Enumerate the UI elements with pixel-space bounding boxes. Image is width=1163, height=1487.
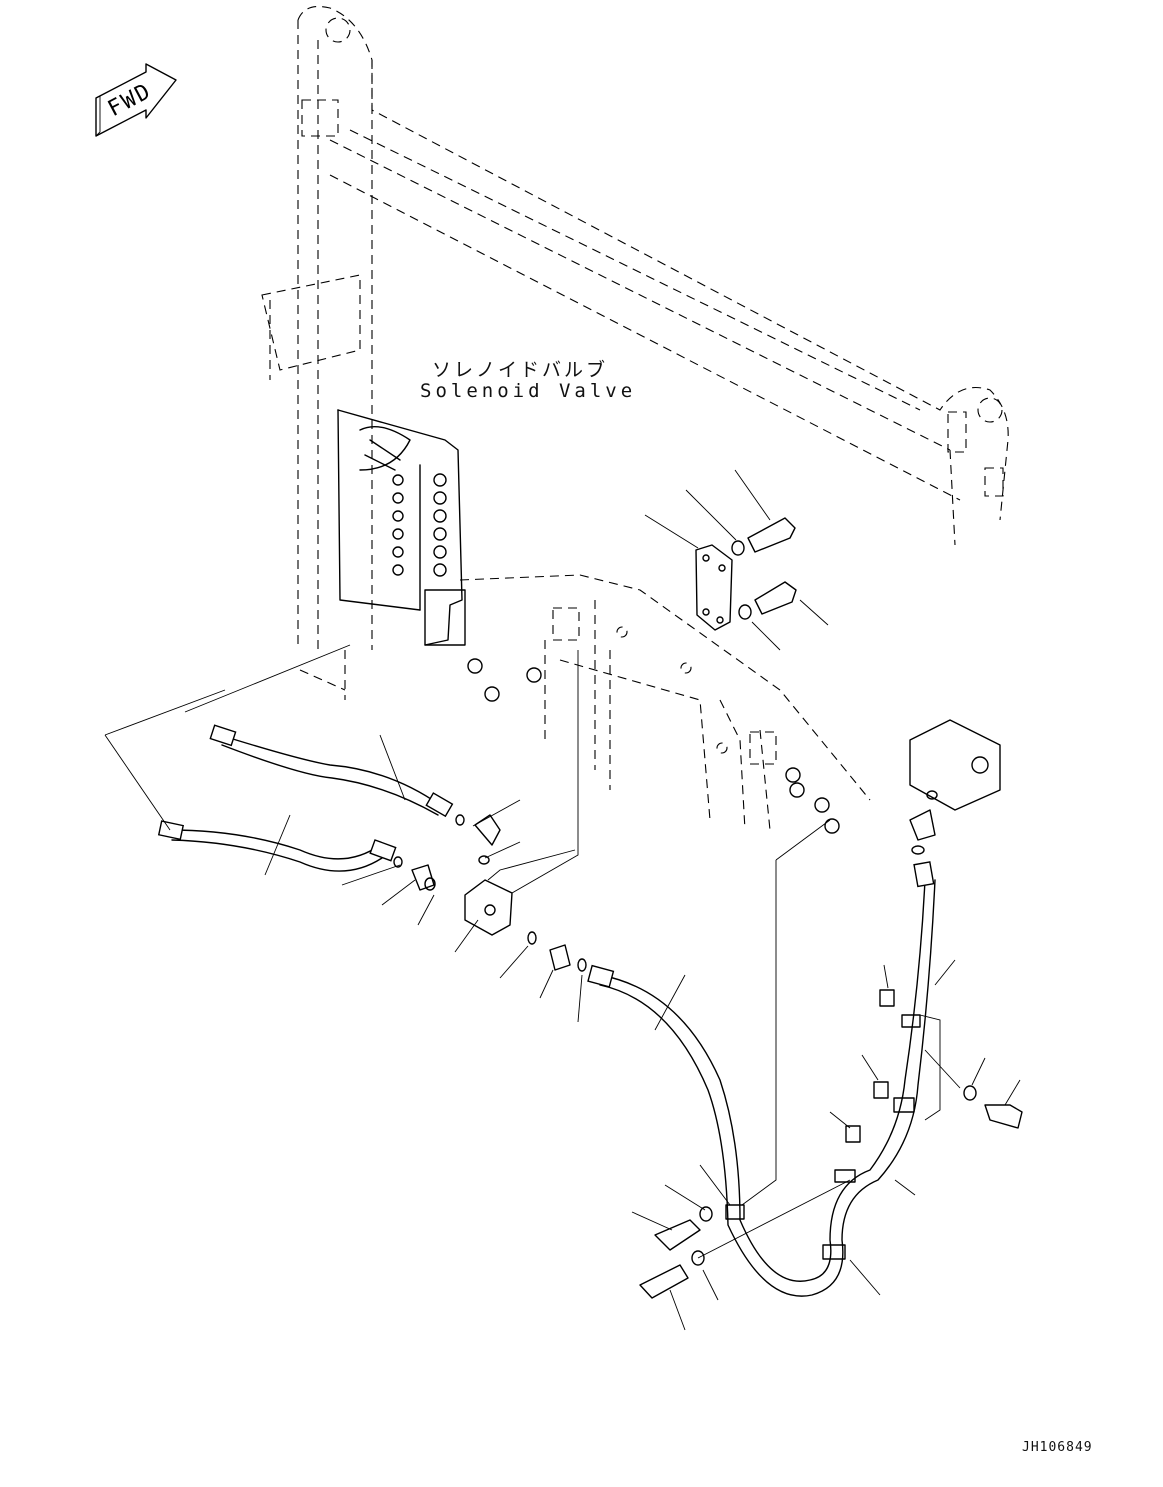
connector-block — [341, 650, 587, 1023]
fwd-arrow-icon — [95, 63, 177, 137]
drawing-id: JH106849 — [1022, 1440, 1093, 1455]
right-fasteners — [631, 719, 1023, 1331]
solenoid-valve-assembly — [337, 409, 466, 646]
nut-group — [467, 658, 840, 834]
upper-frame — [261, 5, 1009, 700]
solenoid-valve-label-jp: ソレノイドバルブ — [432, 359, 609, 381]
left-hoses — [104, 644, 454, 876]
right-hose — [587, 819, 961, 1297]
lower-frame — [459, 574, 871, 831]
cover-plate — [644, 469, 829, 651]
solenoid-valve-label-en: Solenoid Valve — [420, 380, 637, 402]
